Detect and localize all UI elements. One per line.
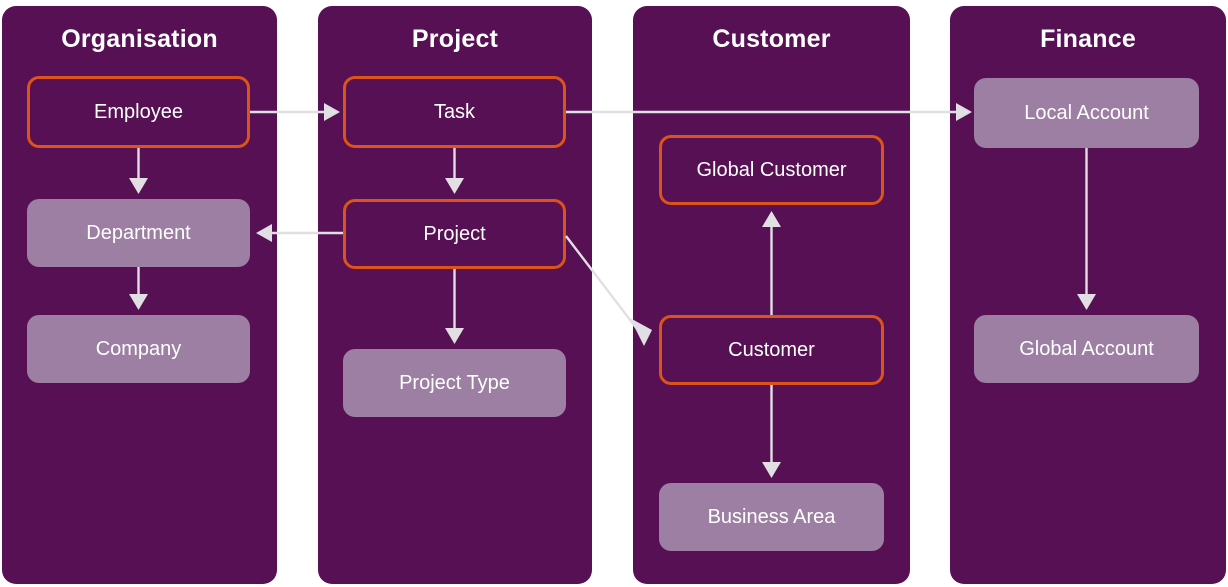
node-company[interactable]: Company (27, 315, 250, 383)
panel-title-customer: Customer (712, 25, 831, 53)
node-label-global-account: Global Account (1019, 338, 1154, 360)
node-project-type[interactable]: Project Type (343, 349, 566, 417)
panel-title-finance: Finance (1040, 25, 1136, 53)
node-label-employee: Employee (94, 101, 183, 123)
panel-title-organisation: Organisation (61, 25, 218, 53)
node-local-account[interactable]: Local Account (974, 78, 1199, 148)
node-label-global-customer: Global Customer (696, 159, 847, 181)
node-employee[interactable]: Employee (27, 76, 250, 148)
node-label-department: Department (86, 222, 191, 244)
node-label-local-account: Local Account (1024, 102, 1149, 124)
node-department[interactable]: Department (27, 199, 250, 267)
panel-title-project: Project (411, 25, 499, 53)
node-global-account[interactable]: Global Account (974, 315, 1199, 383)
panel-project: Project (318, 6, 592, 584)
node-global-customer[interactable]: Global Customer (659, 135, 884, 205)
node-label-business-area: Business Area (707, 506, 836, 528)
node-label-task: Task (433, 101, 476, 123)
node-label-customer: Customer (728, 339, 815, 361)
node-customer[interactable]: Customer (659, 315, 884, 385)
node-project[interactable]: Project (343, 199, 566, 269)
node-business-area[interactable]: Business Area (659, 483, 884, 551)
node-label-project-type: Project Type (399, 372, 510, 394)
node-label-company: Company (95, 338, 182, 360)
node-label-project: Project (423, 223, 486, 245)
node-task[interactable]: Task (343, 76, 566, 148)
